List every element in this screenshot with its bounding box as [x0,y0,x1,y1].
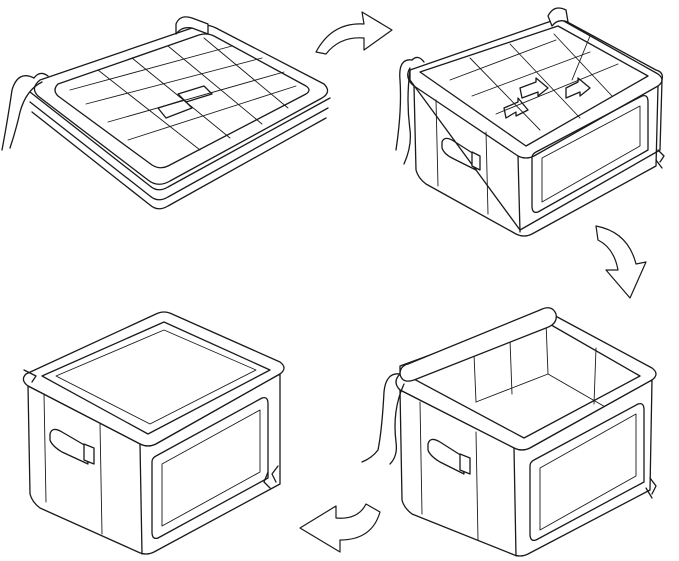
step-2-unfolding-box [395,7,665,237]
curved-arrow-down-icon [595,225,647,299]
curved-arrow-right-icon [315,11,393,55]
step-4-closed-box [22,311,285,555]
curved-arrow-left-icon [299,503,381,553]
step-3-open-box [361,307,657,557]
step-1-folded-box [1,16,331,210]
